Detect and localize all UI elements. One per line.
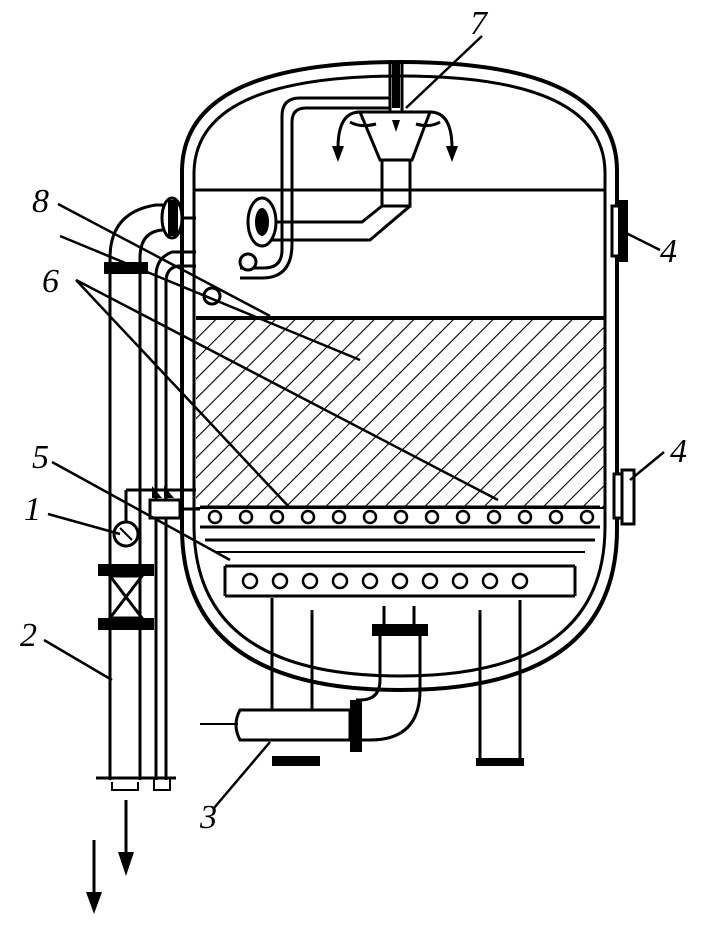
label-5: 5: [32, 439, 49, 476]
lower-drainage-system: [205, 538, 595, 598]
distribution-hole: [579, 509, 595, 525]
label-7: 7: [470, 5, 489, 42]
tank-shell: [180, 59, 619, 693]
distribution-hole: [207, 509, 223, 525]
distribution-hole: [455, 509, 471, 525]
distribution-hole: [331, 509, 347, 525]
label-4-upper: 4: [660, 233, 677, 270]
drainage-hole: [391, 572, 409, 590]
inlet-pipe: [238, 96, 412, 280]
support-legs: [270, 598, 524, 766]
drainage-hole: [301, 572, 319, 590]
inlet-funnel: [332, 60, 458, 208]
distribution-hole: [393, 509, 409, 525]
drainage-hole: [421, 572, 439, 590]
filter-media-bed: [196, 316, 604, 509]
drainage-hole: [451, 572, 469, 590]
distribution-hole: [548, 509, 564, 525]
drainage-hole: [331, 572, 349, 590]
label-8: 8: [32, 183, 49, 220]
outflow-arrows: [86, 800, 134, 914]
label-3: 3: [199, 799, 217, 836]
air-vent-tube: [124, 250, 200, 791]
drainage-hole: [511, 572, 529, 590]
distribution-hole: [424, 509, 440, 525]
drainage-hole: [271, 572, 289, 590]
label-2: 2: [20, 617, 37, 654]
label-4-lower: 4: [670, 433, 687, 470]
leader-lines: [43, 35, 665, 809]
distribution-hole: [486, 509, 502, 525]
drainage-hole: [241, 572, 259, 590]
upper-distribution-pipe: [200, 505, 600, 529]
side-nozzle-lower: [612, 468, 636, 526]
distribution-hole: [300, 509, 316, 525]
left-outlet-pipe: [96, 196, 196, 791]
drainage-hole: [481, 572, 499, 590]
distribution-hole: [362, 509, 378, 525]
side-nozzle-upper: [610, 200, 628, 262]
bottom-outlet-pipe: [200, 606, 428, 752]
distribution-hole: [517, 509, 533, 525]
label-1: 1: [24, 491, 41, 528]
distribution-hole: [238, 509, 254, 525]
distribution-hole: [269, 509, 285, 525]
drainage-hole: [361, 572, 379, 590]
label-6: 6: [42, 263, 59, 300]
